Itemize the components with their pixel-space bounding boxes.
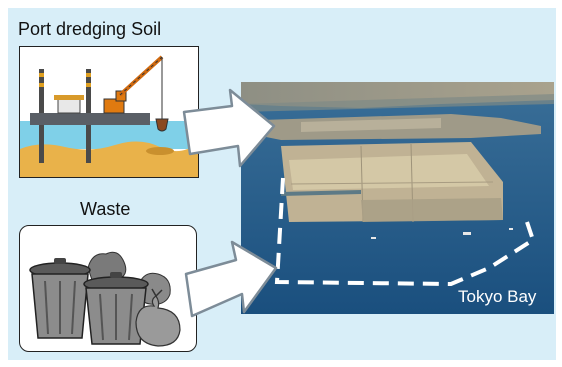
trash-cans-icon (19, 225, 197, 352)
dredging-label: Port dredging Soil (18, 19, 162, 39)
arrow-waste-icon (184, 240, 278, 318)
aerial-photo (241, 82, 554, 314)
dredging-barge-icon (19, 46, 199, 178)
tokyo-bay-label: Tokyo Bay (458, 287, 537, 306)
waste-label: Waste (80, 199, 131, 219)
arrow-dredging-icon (182, 88, 276, 168)
